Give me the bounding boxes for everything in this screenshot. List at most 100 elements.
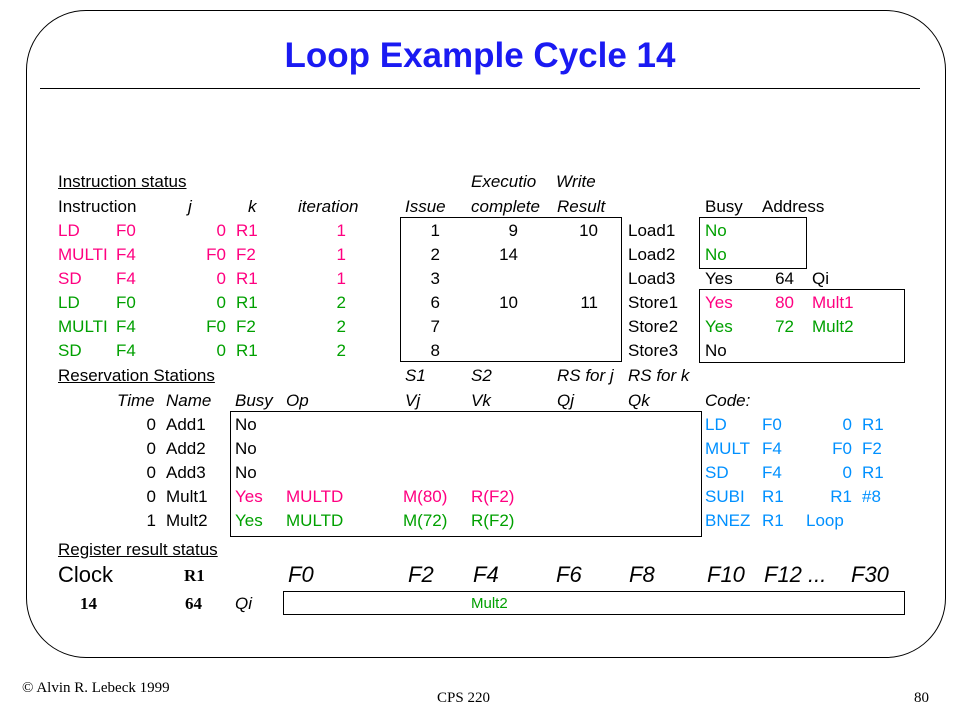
- rs-busy: Yes: [235, 511, 263, 530]
- instr-exec-complete: 10: [499, 293, 518, 312]
- instr-dest: F4: [116, 317, 136, 336]
- buffer-busy: No: [705, 245, 727, 264]
- buffer-qi: Qi: [812, 269, 829, 288]
- register-header: F2: [408, 562, 434, 587]
- rs-name: Add2: [166, 439, 206, 458]
- instr-issue: 6: [430, 293, 440, 312]
- instr-exec-complete: 9: [508, 221, 518, 240]
- slide-frame: [26, 10, 946, 658]
- register-header: F12 ...: [764, 562, 827, 587]
- code-operand-1: F0: [762, 415, 782, 434]
- rs-col-busy: Busy: [235, 391, 273, 410]
- rs-for-j-header: RS for j: [557, 366, 614, 385]
- instr-write-result: 10: [579, 221, 598, 240]
- rs-busy: No: [235, 415, 257, 434]
- instr-op: SD: [58, 341, 82, 360]
- slide-title: Loop Example Cycle 14: [284, 36, 676, 75]
- col-header-k: k: [248, 197, 257, 216]
- code-opcode: SD: [705, 463, 729, 482]
- rs-name: Add3: [166, 463, 206, 482]
- code-label: Code:: [705, 391, 751, 410]
- instr-j: 0: [216, 341, 226, 360]
- instr-dest: F0: [116, 221, 136, 240]
- rs-col-qk: Qk: [628, 391, 650, 410]
- write-header-top: Write: [556, 172, 596, 191]
- execution-header-top: Executio: [471, 172, 537, 191]
- instr-j: 0: [216, 293, 226, 312]
- code-operand-1: F4: [762, 463, 782, 482]
- instr-issue: 3: [430, 269, 440, 288]
- busy-header: Busy: [705, 197, 743, 216]
- register-header: F8: [629, 562, 655, 587]
- instr-op: MULTI: [58, 317, 108, 336]
- rs-col-name: Name: [166, 391, 212, 410]
- buffer-address: 64: [775, 269, 794, 288]
- rs-busy: No: [235, 463, 257, 482]
- r1-label: R1: [184, 566, 205, 585]
- instr-issue: 7: [430, 317, 440, 336]
- s2-header: S2: [471, 366, 492, 385]
- rs-time: 0: [146, 463, 156, 482]
- buffer-qi: Mult1: [812, 293, 854, 312]
- code-operand-2: 0: [842, 463, 852, 482]
- code-operand-2: 0: [842, 415, 852, 434]
- instr-j: 0: [216, 221, 226, 240]
- buffer-busy: Yes: [705, 317, 733, 336]
- clock-label: Clock: [58, 562, 114, 587]
- buffer-name: Load3: [628, 269, 676, 288]
- rs-op: MULTD: [286, 511, 344, 530]
- instr-dest: F0: [116, 293, 136, 312]
- register-header: F30: [851, 562, 889, 587]
- code-opcode: SUBI: [705, 487, 745, 506]
- instruction-timing-box: [400, 217, 622, 362]
- col-header-issue: Issue: [405, 197, 446, 216]
- store-buffers-box: [699, 289, 905, 363]
- r1-value: 64: [185, 594, 202, 613]
- rs-time: 1: [146, 511, 156, 530]
- reservation-stations-box: [230, 411, 702, 537]
- col-header-j: j: [188, 197, 192, 216]
- instr-j: F0: [206, 245, 226, 264]
- col-header-result: Result: [557, 197, 606, 216]
- title-divider: [40, 88, 920, 89]
- register-result-label: Register result status: [58, 540, 218, 559]
- rs-for-k-header: RS for k: [628, 366, 690, 385]
- clock-value: 14: [80, 594, 97, 613]
- code-operand-3: #8: [862, 487, 881, 506]
- instr-k: R1: [236, 221, 258, 240]
- copyright-text: © Alvin R. Lebeck 1999: [22, 680, 170, 696]
- rs-name: Mult1: [166, 487, 208, 506]
- instr-dest: F4: [116, 269, 136, 288]
- instr-iteration: 2: [336, 293, 346, 312]
- rs-busy: Yes: [235, 487, 263, 506]
- code-opcode: LD: [705, 415, 727, 434]
- instr-k: F2: [236, 317, 256, 336]
- rs-col-vk: Vk: [471, 391, 491, 410]
- instr-iteration: 1: [336, 269, 346, 288]
- code-operand-3: R1: [862, 463, 884, 482]
- instr-op: MULTI: [58, 245, 108, 264]
- instr-issue: 1: [430, 221, 440, 240]
- buffer-name: Store3: [628, 341, 679, 360]
- register-header: F6: [556, 562, 582, 587]
- instr-k: R1: [236, 341, 258, 360]
- col-header-iteration: iteration: [298, 197, 359, 216]
- code-operand-1: F4: [762, 439, 782, 458]
- instr-issue: 2: [430, 245, 440, 264]
- buffer-busy: Yes: [705, 293, 733, 312]
- instr-k: F2: [236, 245, 256, 264]
- rs-vk: R(F2): [471, 487, 515, 506]
- instr-exec-complete: 14: [499, 245, 518, 264]
- buffer-address: 72: [775, 317, 794, 336]
- code-operand-2: R1: [830, 487, 852, 506]
- instr-k: R1: [236, 269, 258, 288]
- instr-dest: F4: [116, 245, 136, 264]
- code-opcode: BNEZ: [705, 511, 751, 530]
- rs-time: 0: [146, 439, 156, 458]
- register-header: F4: [473, 562, 499, 587]
- buffer-address: 80: [775, 293, 794, 312]
- buffer-name: Load1: [628, 221, 676, 240]
- col-header-instruction: Instruction: [58, 197, 137, 216]
- rs-busy: No: [235, 439, 257, 458]
- instr-iteration: 1: [336, 245, 346, 264]
